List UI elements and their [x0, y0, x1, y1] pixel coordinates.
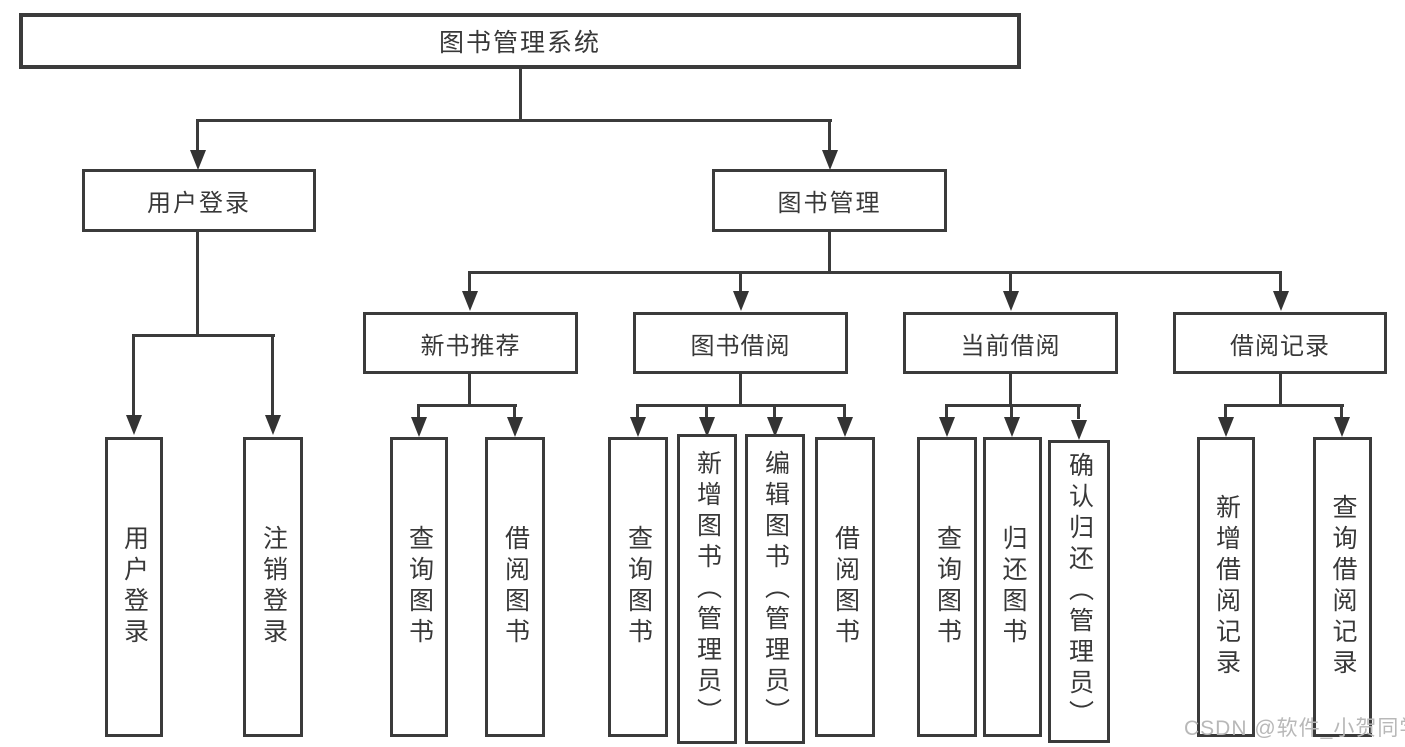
connector-vline [417, 404, 420, 419]
node-new-book-recommendation: 新书推荐 [363, 312, 578, 374]
arrow-down-icon [939, 417, 955, 437]
connector-vline [1224, 404, 1227, 419]
arrow-down-icon [822, 150, 838, 170]
arrow-down-icon [1218, 417, 1234, 437]
arrow-down-icon [507, 417, 523, 437]
leaf-query-books-current: 查询图书 [917, 437, 977, 737]
leaf-edit-books-admin: 编辑图书（管理员） [745, 434, 805, 744]
arrow-down-icon [1003, 291, 1019, 311]
leaf-return-books: 归还图书 [983, 437, 1042, 737]
connector-hline [636, 404, 846, 407]
connector-vline [519, 68, 522, 121]
connector-vline [1279, 271, 1282, 293]
connector-vline [1077, 404, 1080, 419]
leaf-user-login: 用户登录 [105, 437, 163, 737]
connector-vline [271, 334, 274, 417]
connector-vline [1340, 404, 1343, 419]
arrow-down-icon [837, 417, 853, 437]
arrow-down-icon [462, 291, 478, 311]
arrow-down-icon [1334, 417, 1350, 437]
connector-vline [1009, 271, 1012, 293]
connector-vline [513, 404, 516, 419]
connector-vline [468, 374, 471, 407]
leaf-logout: 注销登录 [243, 437, 303, 737]
arrow-down-icon [190, 150, 206, 170]
arrow-down-icon [733, 291, 749, 311]
arrow-down-icon [699, 417, 715, 437]
arrow-down-icon [265, 415, 281, 435]
node-current-borrowing: 当前借阅 [903, 312, 1118, 374]
arrow-down-icon [1004, 417, 1020, 437]
connector-vline [1010, 404, 1013, 419]
connector-vline [705, 404, 708, 419]
watermark: CSDN @软件_小贺同学 [1184, 717, 1405, 740]
connector-vline [196, 119, 199, 152]
leaf-confirm-return-admin: 确认归还（管理员） [1048, 440, 1110, 743]
leaf-borrow-books-recommend: 借阅图书 [485, 437, 545, 737]
connector-vline [1279, 374, 1282, 407]
arrow-down-icon [1071, 420, 1087, 440]
arrow-down-icon [630, 417, 646, 437]
connector-hline [468, 271, 1282, 274]
node-user-login: 用户登录 [82, 169, 316, 232]
arrow-down-icon [126, 415, 142, 435]
leaf-add-books-admin: 新增图书（管理员） [677, 434, 737, 744]
connector-hline [1224, 404, 1344, 407]
node-library-management-system: 图书管理系统 [19, 13, 1021, 69]
connector-vline [739, 374, 742, 407]
leaf-add-borrow-record: 新增借阅记录 [1197, 437, 1255, 737]
connector-vline [132, 334, 135, 417]
node-book-management: 图书管理 [712, 169, 947, 232]
leaf-borrow-books-borrowing: 借阅图书 [815, 437, 875, 737]
connector-vline [828, 232, 831, 274]
connector-hline [196, 119, 832, 122]
connector-vline [843, 404, 846, 419]
arrow-down-icon [1273, 291, 1289, 311]
arrow-down-icon [411, 417, 427, 437]
node-book-borrowing: 图书借阅 [633, 312, 848, 374]
leaf-query-borrow-record: 查询借阅记录 [1313, 437, 1372, 737]
connector-vline [636, 404, 639, 419]
connector-vline [196, 232, 199, 337]
connector-hline [417, 404, 517, 407]
connector-vline [828, 119, 831, 152]
connector-vline [773, 404, 776, 419]
connector-vline [739, 271, 742, 293]
connector-vline [945, 404, 948, 419]
connector-hline [132, 334, 275, 337]
node-borrowing-records: 借阅记录 [1173, 312, 1387, 374]
leaf-query-books-borrowing: 查询图书 [608, 437, 668, 737]
connector-hline [945, 404, 1081, 407]
leaf-query-books-recommend: 查询图书 [390, 437, 448, 737]
connector-vline [468, 271, 471, 293]
arrow-down-icon [767, 417, 783, 437]
connector-vline [1009, 374, 1012, 407]
